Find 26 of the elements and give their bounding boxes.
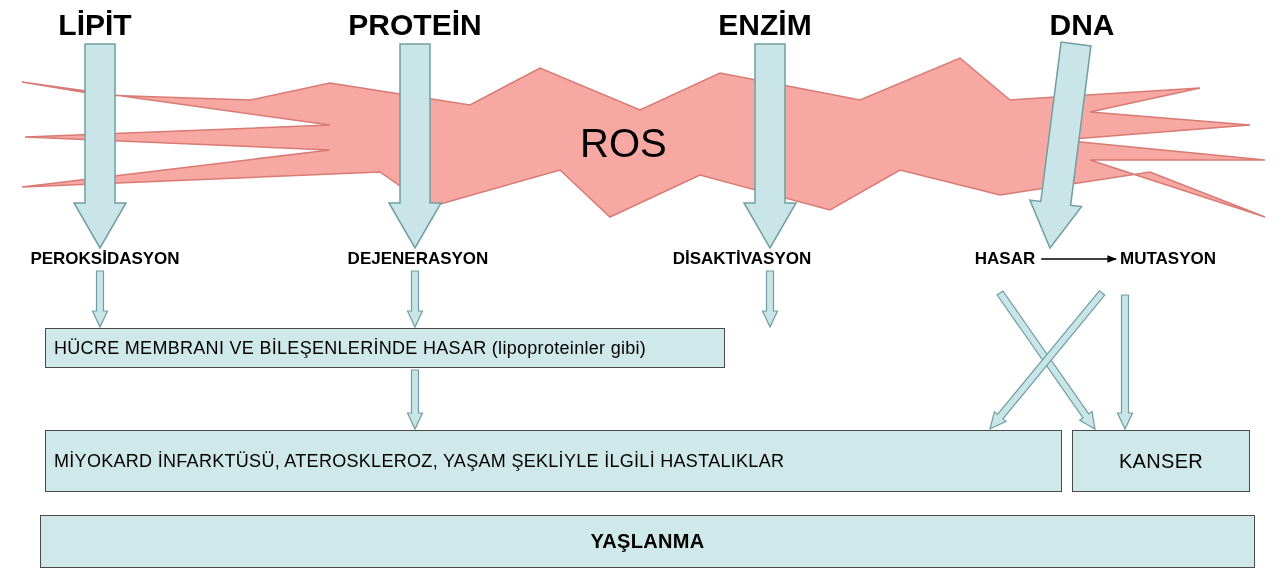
arrow — [1116, 294, 1134, 431]
effect-label: DİSAKTİVASYON — [672, 249, 812, 269]
arrow — [996, 290, 1096, 431]
effect-label: HASAR — [974, 249, 1036, 269]
arrow — [72, 43, 128, 250]
arrow — [406, 270, 424, 329]
arrow — [761, 270, 779, 329]
arrow — [387, 43, 443, 250]
effect-label: DEJENERASYON — [347, 249, 489, 269]
ros-label: ROS — [580, 121, 667, 166]
arrow — [406, 369, 424, 431]
arrow — [989, 289, 1106, 431]
arrow — [91, 270, 109, 329]
process-box: MİYOKARD İNFARKTÜSÜ, ATEROSKLEROZ, YAŞAM ŞEKLİYLE İLGİLİ HASTALIKLAR — [45, 430, 1062, 492]
molecule-label: ENZİM — [718, 8, 812, 42]
outcome-box: KANSER — [1072, 430, 1250, 492]
molecule-label: LİPİT — [58, 8, 132, 42]
arrow — [742, 43, 798, 250]
effect-label: MUTASYON — [1120, 249, 1216, 269]
outcome-box: YAŞLANMA — [40, 515, 1255, 568]
process-box: HÜCRE MEMBRANI VE BİLEŞENLERİNDE HASAR (lipoproteinler gibi) — [45, 328, 725, 368]
arrow — [1040, 255, 1117, 263]
arrow — [1028, 41, 1092, 250]
effect-label: PEROKSİDASYON — [30, 249, 180, 269]
molecule-label: DNA — [1049, 8, 1115, 42]
molecule-label: PROTEİN — [348, 8, 482, 42]
